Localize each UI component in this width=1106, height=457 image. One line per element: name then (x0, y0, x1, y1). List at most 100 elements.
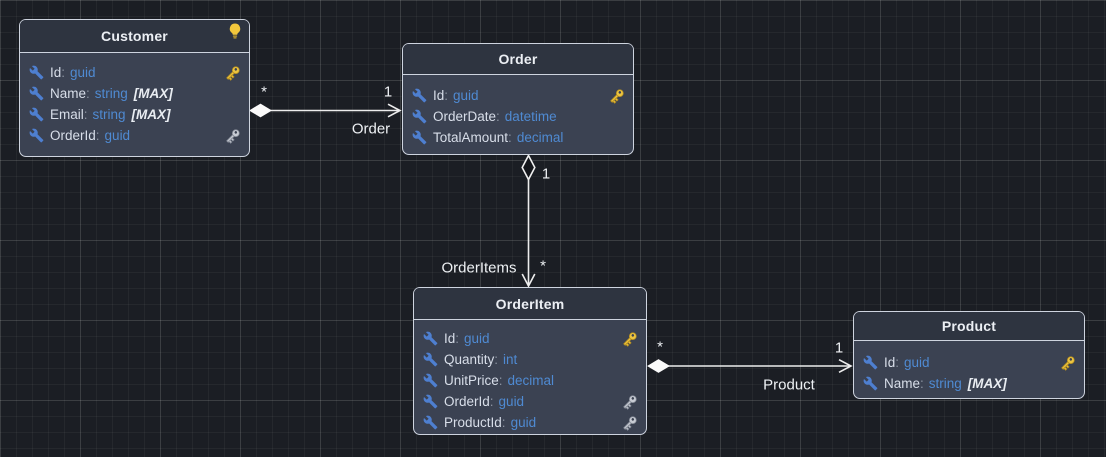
wrench-icon (423, 394, 438, 409)
wrench-icon (29, 86, 44, 101)
entity-orderitem[interactable]: OrderItem Id: guid Quantity: int UnitPri… (413, 287, 647, 435)
wrench-icon (863, 376, 878, 391)
entity-title: Order (498, 51, 538, 67)
entity-order-body: Id: guid OrderDate: datetime TotalAmount… (403, 75, 633, 148)
wrench-icon (423, 352, 438, 367)
relationship-customer-order[interactable] (249, 103, 402, 118)
field-name: Email (50, 107, 84, 122)
field-separator: : (920, 376, 924, 391)
wrench-icon (29, 128, 44, 143)
field-row-name: Name: string [MAX] (863, 373, 1077, 394)
field-row-orderid: OrderId: guid (423, 391, 639, 412)
field-row-orderid: OrderId: guid (29, 125, 242, 146)
field-suffix: [MAX] (131, 107, 171, 122)
field-name: TotalAmount (433, 130, 509, 145)
wrench-icon (412, 130, 427, 145)
field-row-id: Id: guid (29, 62, 242, 83)
relationship-label-product: Product (763, 376, 815, 394)
relationship-label-order: Order (351, 120, 391, 138)
field-row-unitprice: UnitPrice: decimal (423, 370, 639, 391)
wrench-icon (863, 355, 878, 370)
open-arrow-end (521, 273, 536, 288)
open-arrow-end (387, 103, 402, 118)
gold-key-icon (224, 64, 242, 82)
field-name: Quantity (444, 352, 495, 367)
field-separator: : (895, 355, 900, 370)
field-row-quantity: Quantity: int (423, 349, 639, 370)
relationship-orderitem-product[interactable] (647, 358, 853, 374)
field-separator: : (86, 86, 90, 101)
entity-orderitem-header: OrderItem (414, 288, 646, 320)
multiplicity-orderitem-side: * (540, 257, 546, 275)
field-type: guid (104, 128, 131, 143)
field-row-id: Id: guid (423, 328, 639, 349)
entity-customer-header: Customer (20, 20, 249, 53)
field-type: int (503, 352, 518, 367)
gold-key-icon (1059, 354, 1077, 372)
field-separator: : (501, 415, 506, 430)
field-name: Name (50, 86, 87, 101)
field-suffix: [MAX] (133, 86, 173, 101)
field-row-name: Name: string [MAX] (29, 83, 242, 104)
field-type: guid (510, 415, 537, 430)
lightbulb-icon[interactable] (226, 21, 244, 41)
field-name: Id (50, 65, 62, 80)
diamond-filled-end (647, 359, 670, 373)
field-separator: : (494, 352, 499, 367)
field-separator: : (95, 128, 100, 143)
field-type: guid (904, 355, 930, 370)
gold-key-icon (608, 87, 626, 105)
wrench-icon (29, 107, 44, 122)
field-row-totalamount: TotalAmount: decimal (412, 127, 626, 148)
field-row-orderdate: OrderDate: datetime (412, 106, 626, 127)
field-type: guid (464, 331, 490, 346)
entity-customer-body: Id: guid Name: string [MAX] Email: strin… (20, 53, 249, 146)
field-separator: : (489, 394, 494, 409)
wrench-icon (29, 65, 44, 80)
entity-product-body: Id: guid Name: string [MAX] (854, 341, 1084, 394)
wrench-icon (412, 109, 427, 124)
entity-title: Customer (101, 28, 168, 44)
field-suffix: [MAX] (967, 376, 1007, 391)
field-row-id: Id: guid (863, 352, 1077, 373)
entity-orderitem-body: Id: guid Quantity: int UnitPrice: decima… (414, 320, 646, 433)
entity-title: OrderItem (495, 295, 565, 312)
field-separator: : (455, 331, 460, 346)
entity-product[interactable]: Product Id: guid Name: string [MAX] (853, 311, 1085, 399)
field-row-email: Email: string [MAX] (29, 104, 242, 125)
wrench-icon (412, 88, 427, 103)
field-name: OrderId (50, 128, 96, 143)
diamond-hollow-end (521, 153, 536, 182)
field-name: Id (433, 88, 445, 103)
field-name: Name (884, 376, 921, 391)
field-type: decimal (516, 130, 564, 145)
silver-key-icon (621, 414, 639, 432)
field-type: string (94, 86, 128, 101)
field-type: decimal (507, 373, 555, 388)
diamond-filled-end (249, 103, 272, 118)
entity-customer[interactable]: Customer Id: guid Name: string [MAX] Em (19, 19, 250, 157)
multiplicity-order-bottom: 1 (541, 165, 551, 183)
field-type: string (92, 107, 126, 122)
field-name: OrderId (444, 394, 490, 409)
wrench-icon (423, 373, 438, 388)
field-name: ProductId (444, 415, 502, 430)
entity-title: Product (941, 318, 997, 334)
silver-key-icon (224, 127, 242, 145)
field-separator: : (496, 109, 500, 124)
field-row-productid: ProductId: guid (423, 412, 639, 433)
wrench-icon (423, 415, 438, 430)
multiplicity-customer-side: * (261, 83, 267, 101)
field-separator: : (508, 130, 512, 145)
relationship-order-orderitem[interactable] (521, 153, 536, 288)
multiplicity-product-side: 1 (834, 339, 844, 357)
field-separator: : (498, 373, 503, 388)
field-type: string (928, 376, 962, 391)
open-arrow-end (838, 358, 853, 374)
field-separator: : (61, 65, 66, 80)
silver-key-icon (621, 393, 639, 411)
entity-order[interactable]: Order Id: guid OrderDate: datetime Total… (402, 43, 634, 155)
field-type: datetime (504, 109, 557, 124)
